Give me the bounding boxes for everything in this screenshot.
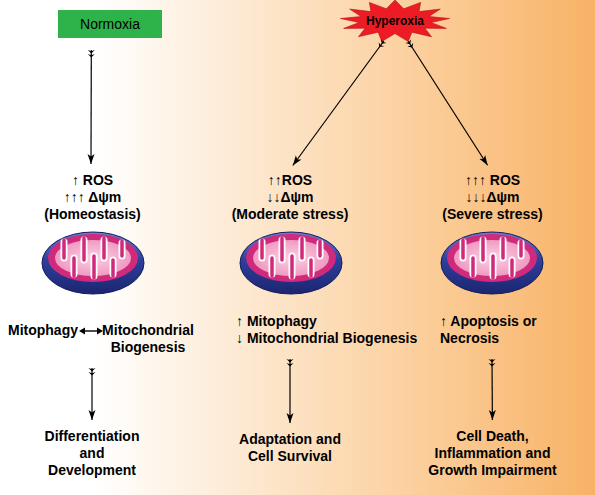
state-text-block: ↑↑ROS↓↓Δψm(Moderate stress) <box>225 172 355 226</box>
condition-box: Normoxia <box>58 10 162 38</box>
outcome-text-block: Differentiation and Development <box>42 428 142 479</box>
flow-arrow <box>91 368 92 420</box>
flow-arrow <box>293 41 384 166</box>
mitochondrion <box>439 228 545 296</box>
node-text: (Homeostasis) <box>35 206 150 223</box>
node-text: Mitochondrial Biogenesis <box>100 322 196 356</box>
process-text-block: Mitophagy Mitochondrial Biogenesis <box>0 322 200 358</box>
flow-arrow <box>289 359 290 423</box>
mitochondrion <box>238 228 344 296</box>
flow-arrow <box>90 50 92 164</box>
process-text-block: ↑ Apoptosis or Necrosis <box>440 313 555 349</box>
state-text-block: ↑↑↑ ROS↓↓↓Δψm(Severe stress) <box>425 172 560 226</box>
node-text: Differentiation and Development <box>42 428 142 479</box>
node-text: (Severe stress) <box>425 206 560 223</box>
node-text: ↓↓Δψm <box>225 189 355 206</box>
node-text: ↑↑↑ Δψm <box>35 189 150 206</box>
mitochondrion <box>40 228 146 296</box>
node-text: Cell Death, Inflammation and Growth Impa… <box>425 428 560 479</box>
node-text: (Moderate stress) <box>225 206 355 223</box>
outcome-text-block: Adaptation and Cell Survival <box>235 431 345 465</box>
process-text-block: ↑ Mitophagy↓ Mitochondrial Biogenesis <box>236 313 436 349</box>
node-text: ↑ Mitophagy <box>236 313 436 330</box>
mitochondrion-shape <box>240 232 342 294</box>
node-text: ↑↑ROS <box>225 172 355 189</box>
starburst-outline <box>340 0 449 41</box>
node-text: Mitophagy <box>8 322 78 339</box>
balance-head <box>97 328 103 335</box>
node-text: ↑ ROS <box>35 172 150 189</box>
flow-arrow <box>491 359 493 420</box>
state-text-block: ↑ ROS↑↑↑ Δψm(Homeostasis) <box>35 172 150 226</box>
outcome-text-block: Cell Death, Inflammation and Growth Impa… <box>425 428 560 479</box>
balance-line <box>83 330 99 331</box>
balance-arrow <box>79 326 103 336</box>
node-text: Adaptation and Cell Survival <box>235 431 345 465</box>
node-text: Hyperoxia <box>366 13 424 30</box>
node-text: ↑↑↑ ROS <box>425 172 560 189</box>
condition-starburst: Hyperoxia <box>340 0 450 42</box>
mitochondrion-shape <box>441 232 543 294</box>
flow-arrow <box>408 41 487 165</box>
balance-head <box>79 328 85 335</box>
node-text: ↓↓↓Δψm <box>425 189 560 206</box>
mitochondrion-shape <box>42 232 144 294</box>
node-text: ↓ Mitochondrial Biogenesis <box>236 330 436 347</box>
node-text: ↑ Apoptosis or Necrosis <box>440 313 555 347</box>
node-text: Normoxia <box>80 16 140 33</box>
